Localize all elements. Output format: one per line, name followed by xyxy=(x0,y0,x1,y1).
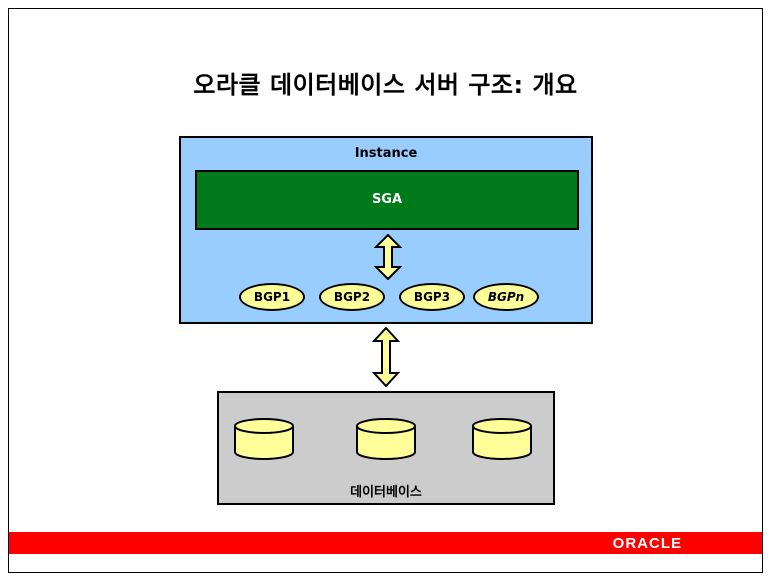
instance-label: Instance xyxy=(354,146,418,161)
slide: 오라클 데이터베이스 서버 구조: 개요 Instance SGA BGP1 B… xyxy=(8,8,763,573)
process-bgp1: BGP1 xyxy=(239,283,305,311)
instance-database-arrow-icon xyxy=(372,327,400,387)
sga-label: SGA xyxy=(371,192,403,207)
slide-title: 오라클 데이터베이스 서버 구조: 개요 xyxy=(193,71,578,99)
datafile-cylinder-icon xyxy=(234,418,294,460)
database-label: 데이터베이스 xyxy=(350,485,422,500)
process-bgpn: BGPn xyxy=(473,283,539,311)
redo-log-cylinder-icon xyxy=(472,418,532,460)
process-bgp3: BGP3 xyxy=(399,283,465,311)
sga-process-arrow-icon xyxy=(374,234,402,280)
database-box: 데이터베이스 xyxy=(217,391,555,505)
process-bgp2: BGP2 xyxy=(319,283,385,311)
oracle-logo: ORACLE xyxy=(612,535,682,552)
control-file-cylinder-icon xyxy=(356,418,416,460)
sga-box: SGA xyxy=(195,170,579,230)
instance-box: Instance SGA BGP1 BGP2 BGP3 BGPn xyxy=(179,136,593,324)
footer-bar: ORACLE xyxy=(9,532,762,554)
